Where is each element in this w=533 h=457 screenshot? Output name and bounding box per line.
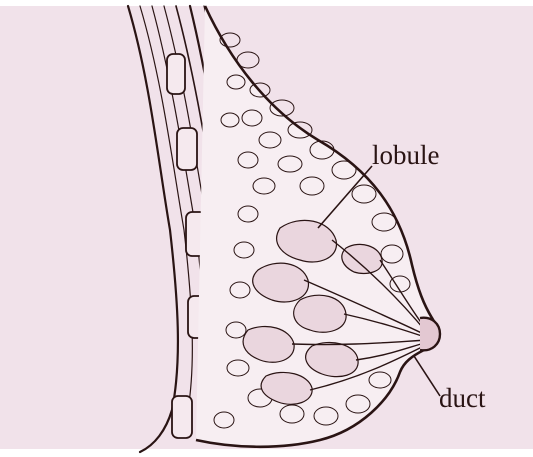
- duct-leader-line: [414, 356, 440, 396]
- nipple: [420, 318, 440, 351]
- duct-label: duct: [439, 385, 486, 412]
- lobule-label: lobule: [372, 142, 440, 169]
